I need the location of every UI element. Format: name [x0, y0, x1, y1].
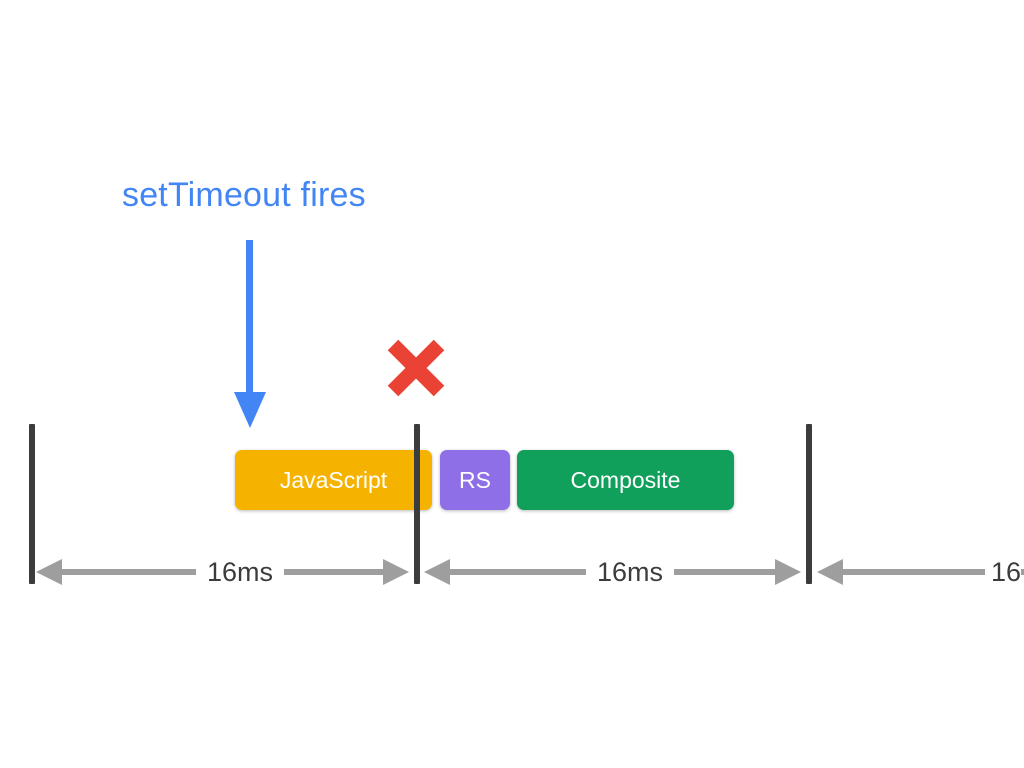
- frame-boundary-tick-0: [29, 424, 35, 584]
- interval-label-1: 16ms: [586, 556, 675, 588]
- callout-label: setTimeout fires: [122, 176, 366, 214]
- interval-label-2: 16: [985, 556, 1022, 588]
- red-x-icon: [385, 337, 447, 399]
- task-bar-javascript[interactable]: JavaScript: [235, 450, 432, 510]
- task-bar-recalc-style[interactable]: RS: [440, 450, 510, 510]
- frame-boundary-tick-2: [806, 424, 812, 584]
- interval-arrow-2: [817, 554, 1024, 590]
- frame-boundary-tick-1: [414, 424, 420, 584]
- down-arrow-icon: [232, 240, 268, 430]
- interval-label-0: 16ms: [196, 556, 285, 588]
- task-bar-composite[interactable]: Composite: [517, 450, 734, 510]
